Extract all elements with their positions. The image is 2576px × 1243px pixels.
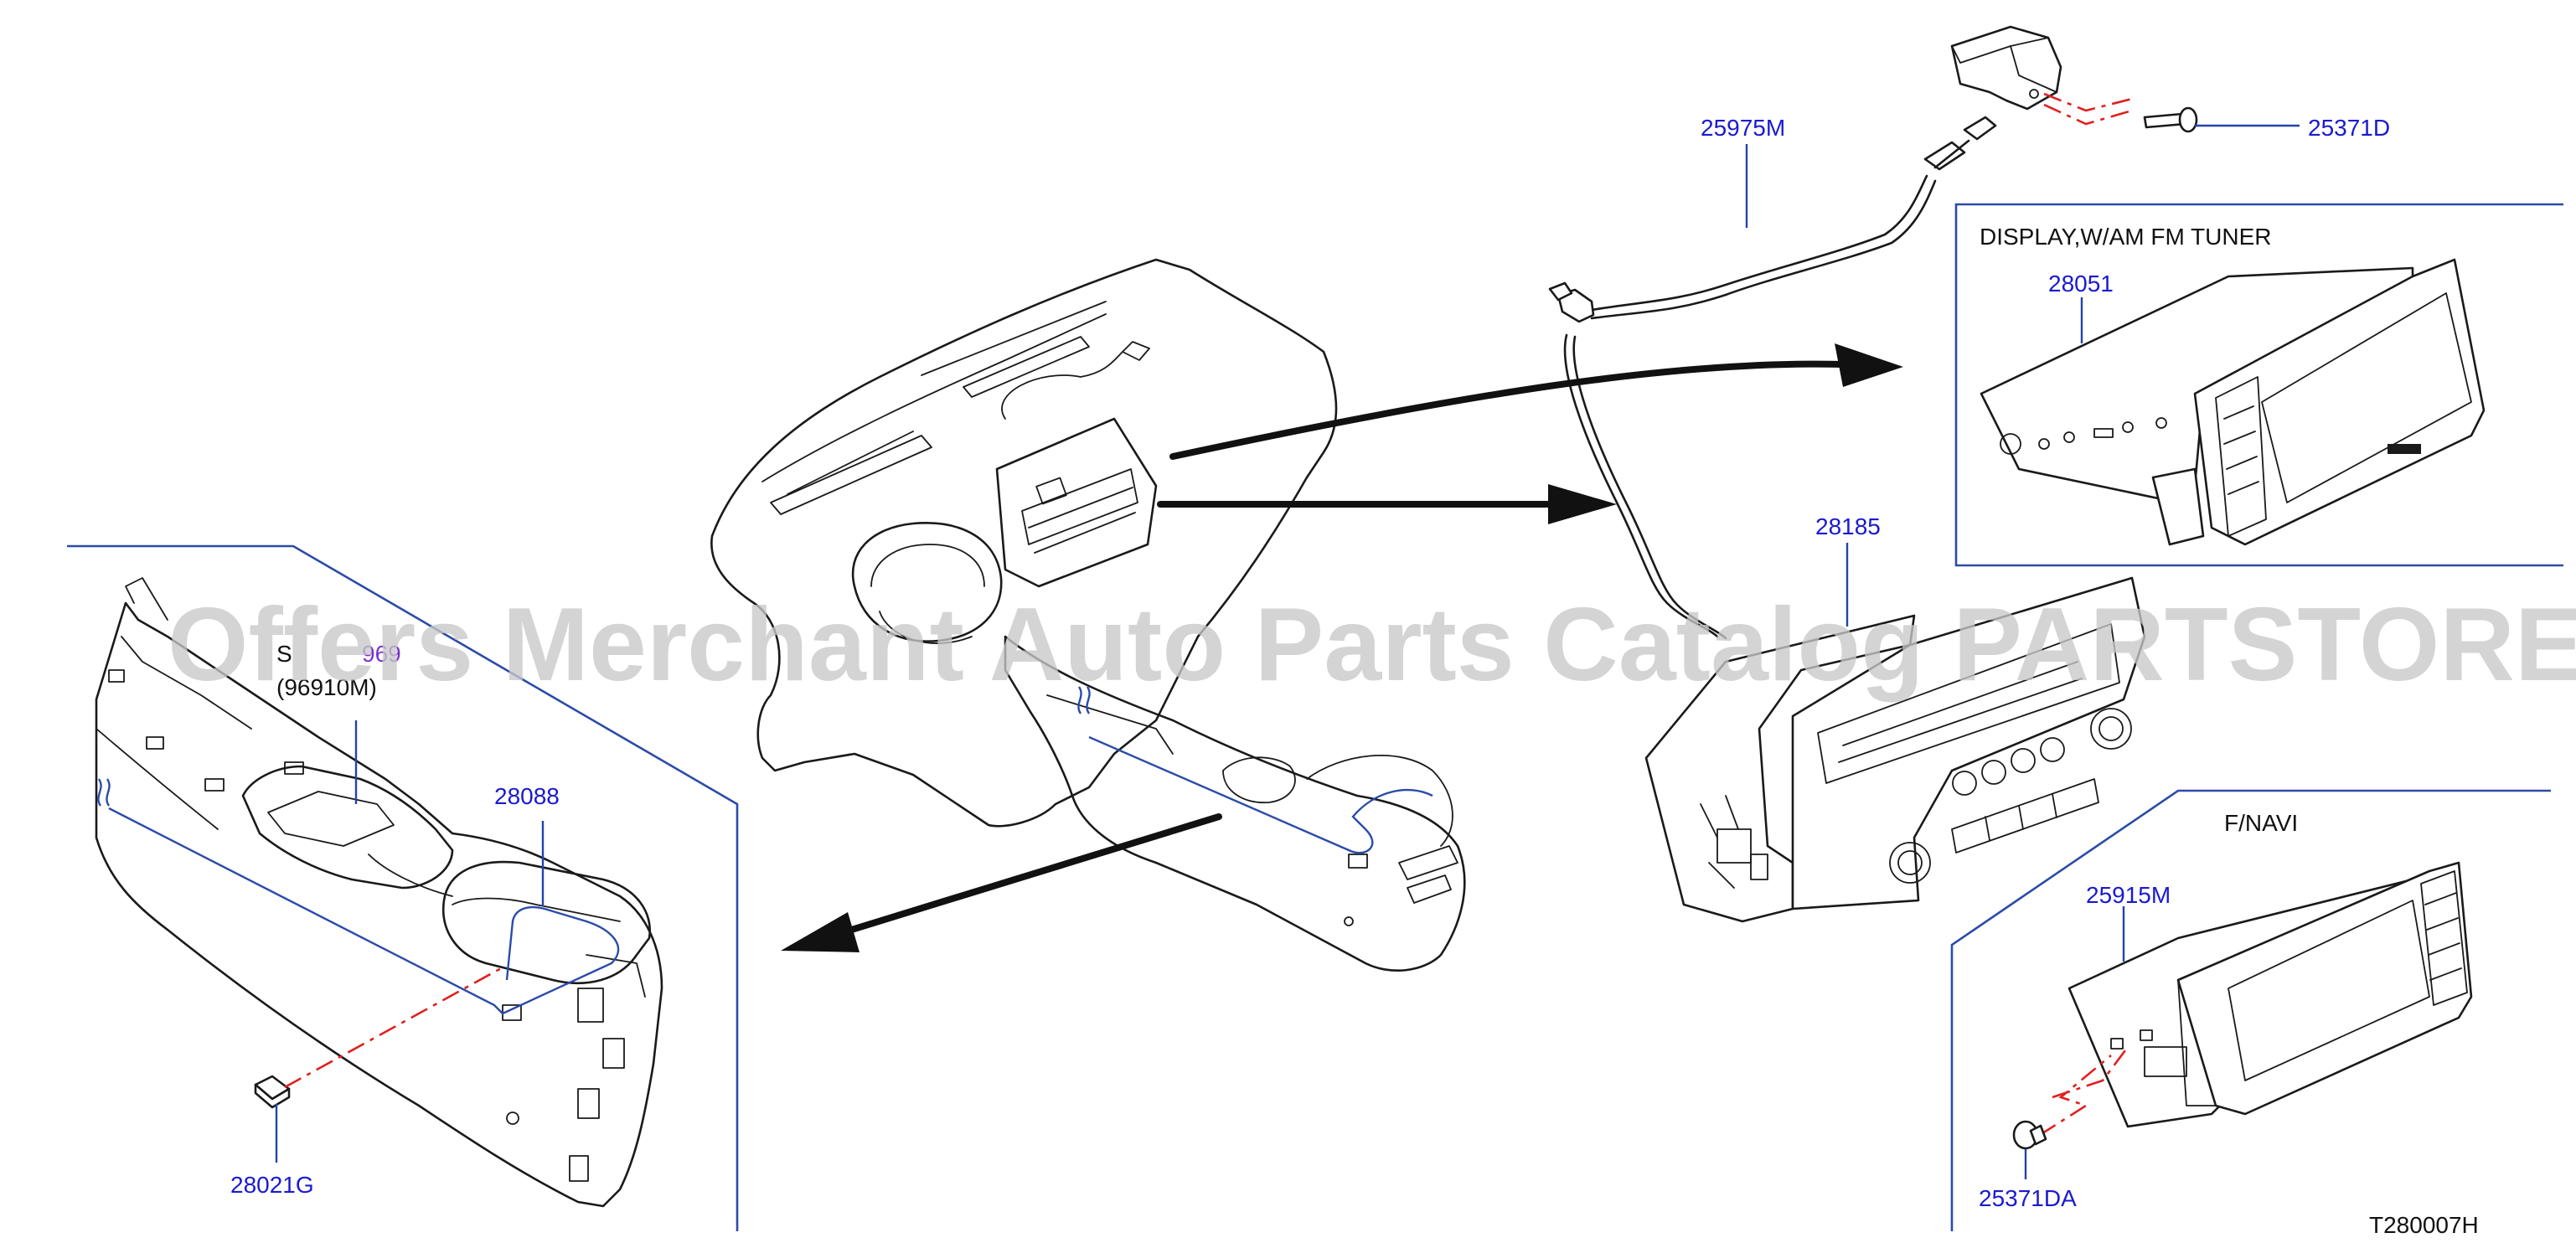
label-25915m: 25915M [2086,882,2171,908]
diagram-code: T280007H [2369,1212,2479,1238]
label-sec-96910m: (96910M) [276,674,377,700]
label-sec-prefix: S [276,641,292,667]
display-unit-28051-part [1980,258,2486,546]
navi-unit-25915m-part [2068,861,2473,1128]
clip-28021g-dash [284,966,503,1089]
display-section-frame [1954,203,2563,567]
navi-section-frame [1950,789,2551,1231]
screw-25371da-part [2012,1120,2047,1150]
dashboard-illustration [710,258,1466,972]
display-section-heading: DISPLAY,W/AM FM TUNER [1980,224,2272,250]
arrow-to-console [781,813,1222,952]
label-25371d: 25371D [2308,115,2390,141]
dashboard-hatch-mark [1077,686,1091,714]
console-illustration [95,577,663,1208]
watermark-text: Offers Merchant Auto Parts Catalog PARTS… [168,587,2576,703]
dashboard-console-highlight [1088,735,1433,854]
label-28088: 28088 [494,783,560,809]
console-section-frame [67,544,739,1231]
antenna-cable-part [1548,116,1997,640]
antenna-module-part [1950,25,2062,111]
label-28185: 28185 [1815,513,1881,539]
clip-28021g-part [254,1075,291,1109]
console-hatch-mark [97,778,111,807]
label-sec-number: 969 [362,641,401,667]
screw-25371d-part [2143,106,2198,133]
label-28021g: 28021G [230,1172,314,1198]
console-edge-highlight [108,807,620,1015]
antenna-module-dash [2043,92,2133,126]
label-25975m: 25975M [1701,115,1785,141]
arrow-to-radio [1157,484,1617,524]
navi-section-heading: F/NAVI [2224,810,2298,836]
label-28051: 28051 [2048,271,2114,297]
radio-unit-28185-part [1644,576,2146,923]
navi-screw-dash [2039,1046,2129,1137]
arrow-to-display [1169,343,1903,460]
label-25371da: 25371DA [1979,1185,2077,1211]
